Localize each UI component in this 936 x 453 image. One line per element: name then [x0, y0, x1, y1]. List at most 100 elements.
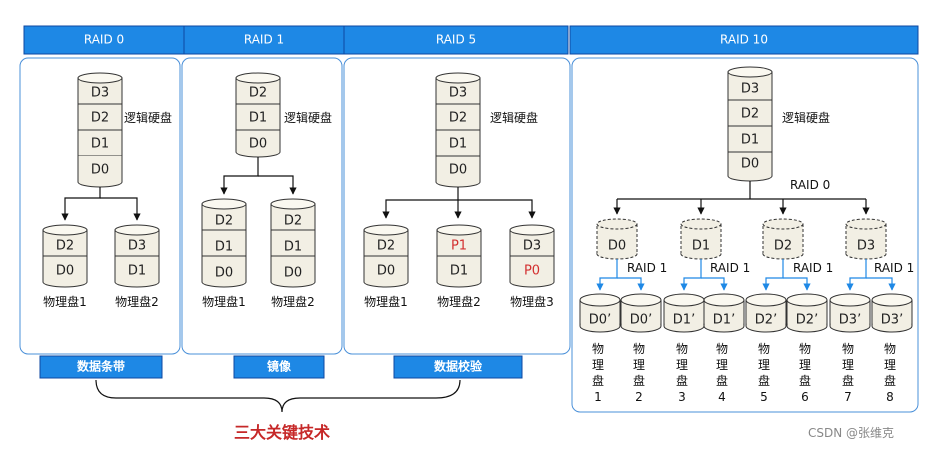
raid5-disk3-label: 物理盘3	[510, 294, 554, 309]
raid10-physical-disk-1-caption-1: 理	[592, 358, 604, 372]
raid5-disk3-d3: D3	[523, 239, 541, 254]
header-raid5	[343, 25, 569, 55]
raid10-blue-arrow-3b	[783, 277, 811, 291]
raid1-disk-2: D2 D1 D0	[270, 198, 316, 288]
raid5-logical-label: 逻辑硬盘	[490, 110, 538, 125]
raid10-physical-disk-5-caption-1: 理	[758, 358, 770, 372]
header-raid10	[569, 25, 919, 55]
raid10-physical-disk-7-caption-0: 物	[842, 342, 854, 356]
raid10-mid-disk-1: D0	[596, 218, 638, 260]
raid5-disk3-p0: P0	[524, 264, 540, 279]
raid10-logical-d0: D0	[741, 157, 759, 172]
raid10-physical-disk-6-caption-1: 理	[799, 358, 811, 372]
raid5-arrow-right	[458, 199, 536, 219]
panel-raid5	[343, 57, 571, 355]
raid10-raid1-label-4: RAID 1	[874, 261, 914, 275]
raid10-physical-disk-1-caption-0: 物	[592, 342, 604, 356]
raid1-logical-label: 逻辑硬盘	[284, 110, 332, 125]
raid10-physical-disk-5-caption-2: 盘	[758, 373, 770, 388]
raid5-disk-2: P1 D1	[436, 224, 482, 288]
raid1-logical-d1: D1	[249, 111, 267, 126]
raid1-disk1-label: 物理盘1	[202, 294, 246, 309]
raid10-physical-disk-5-caption-3: 5	[760, 390, 768, 404]
raid1-disk1-d1: D1	[215, 240, 233, 255]
raid5-disk1-d2: D2	[377, 239, 395, 254]
raid0-disk2-d1: D1	[128, 264, 146, 279]
header-raid0-label: RAID 0	[84, 33, 124, 47]
raid10-physical-disk-4-caption-1: 理	[716, 358, 728, 372]
raid10-physical-disk-8-caption-0: 物	[884, 342, 896, 356]
panel-raid0	[19, 57, 181, 355]
raid1-arrow-left	[220, 157, 259, 195]
raid5-disk1-d0: D0	[377, 264, 395, 279]
raid10-logical-d3: D3	[741, 82, 759, 97]
tag-data-striping-label: 数据条带	[77, 359, 125, 374]
raid1-disk2-d0: D0	[284, 266, 302, 281]
raid0-logical-d3: D3	[91, 86, 109, 101]
raid10-mid-disk-4: D3	[845, 218, 887, 260]
raid0-disk-1: D2 D0	[42, 224, 88, 288]
raid10-blue-arrow-1a	[596, 259, 618, 291]
header-raid0	[23, 25, 185, 55]
raid10-blue-arrow-4b	[866, 277, 896, 291]
raid10-physical-disk-3-caption-2: 盘	[676, 373, 688, 388]
raid1-disk-1: D2 D1 D0	[201, 198, 247, 288]
raid10-mid-d2: D2	[774, 239, 792, 254]
raid0-disk1-d2: D2	[56, 239, 74, 254]
raid10-physical-disk-1: D0’物理盘1	[579, 293, 621, 404]
header-bar: RAID 0 RAID 1 RAID 5 RAID 10	[23, 25, 919, 55]
raid1-arrow-right	[258, 175, 297, 195]
raid1-disk1-d0: D0	[215, 266, 233, 281]
raid10-mid-disk-2: D1	[680, 218, 722, 260]
raid10-physical-disk-6-caption-3: 6	[801, 390, 809, 404]
raid10-physical-disk-1-label: D0’	[589, 313, 611, 328]
raid1-logical-disk: D2 D1 D0	[235, 72, 281, 158]
header-raid1-label: RAID 1	[244, 33, 284, 47]
raid10-physical-disk-7-caption-3: 7	[844, 390, 852, 404]
raid10-physical-disk-8-caption-2: 盘	[884, 373, 896, 388]
key-techs-label: 三大关键技术	[234, 423, 330, 442]
raid10-physical-disks: D0’物理盘1D0’物理盘2D1’物理盘3D1’物理盘4D2’物理盘5D2’物理…	[579, 293, 913, 404]
raid0-disk1-d0: D0	[56, 264, 74, 279]
raid10-physical-disk-2-caption-3: 2	[635, 390, 643, 404]
header-raid10-label: RAID 10	[720, 33, 768, 47]
raid10-physical-disk-4-caption-2: 盘	[716, 373, 728, 388]
raid0-logical-d2: D2	[91, 111, 109, 126]
raid10-physical-disk-6-caption-2: 盘	[799, 373, 811, 388]
raid10-logical-d1: D1	[741, 133, 759, 148]
raid0-arrow-right	[100, 197, 141, 221]
raid5-logical-d1: D1	[449, 137, 467, 152]
raid10-physical-disk-5-label: D2’	[755, 313, 777, 328]
header-raid1	[183, 25, 345, 55]
raid0-disk-2: D3 D1	[114, 224, 160, 288]
tag-data-parity	[393, 355, 523, 379]
raid10-physical-disk-2-caption-2: 盘	[633, 373, 645, 388]
raid0-logical-d0: D0	[91, 163, 109, 178]
raid10-blue-arrow-4a	[846, 259, 867, 291]
raid1-logical-d0: D0	[249, 137, 267, 152]
raid10-raid1-label-2: RAID 1	[710, 261, 750, 275]
raid10-raid1-label-1: RAID 1	[627, 261, 667, 275]
raid10-physical-disk-4-label: D1’	[713, 313, 735, 328]
raid10-physical-disk-4-caption-0: 物	[716, 342, 728, 356]
raid0-arrow-left	[61, 187, 101, 221]
raid5-disk2-d1: D1	[450, 264, 468, 279]
raid5-logical-d0: D0	[449, 163, 467, 178]
raid5-arrow-left	[382, 187, 459, 219]
raid5-logical-d3: D3	[449, 86, 467, 101]
raid10-physical-disk-5-caption-0: 物	[758, 342, 770, 356]
raid10-physical-disk-1-caption-3: 1	[594, 390, 602, 404]
raid0-disk2-label: 物理盘2	[115, 294, 159, 309]
raid10-physical-disk-3-caption-0: 物	[676, 342, 688, 356]
raid10-raid1-label-3: RAID 1	[793, 261, 833, 275]
raid5-disk2-label: 物理盘2	[437, 294, 481, 309]
raid5-disk1-label: 物理盘1	[364, 294, 408, 309]
raid10-physical-disk-6-caption-0: 物	[799, 342, 811, 356]
raid10-physical-disk-5: D2’ 物理盘 5	[745, 293, 787, 404]
raid10-physical-disk-8-caption-1: 理	[884, 358, 896, 372]
raid1-disk1-d2: D2	[215, 214, 233, 229]
